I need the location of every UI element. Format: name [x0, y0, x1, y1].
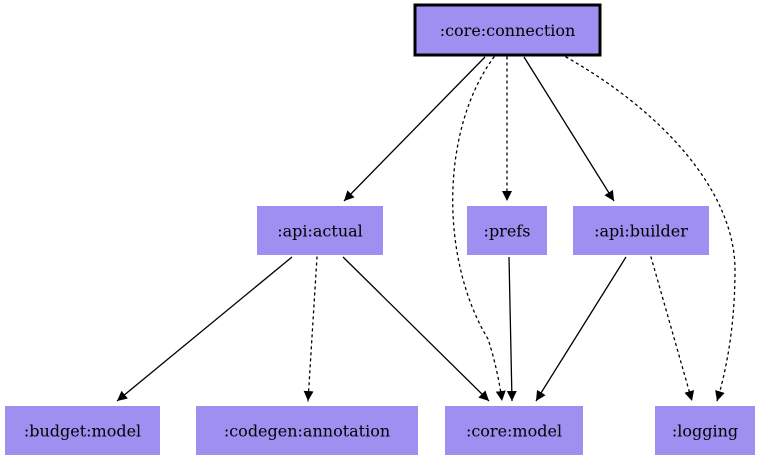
edge-core-connection-to-api-builder — [523, 56, 615, 202]
edge-api-actual-to-budget-model — [116, 256, 293, 402]
node-label-logging: :logging — [672, 422, 738, 441]
edge-api-actual-to-core-model — [342, 256, 490, 402]
node-label-core-model: :core:model — [466, 422, 562, 441]
node-logging: :logging — [655, 406, 755, 455]
node-core-connection: :core:connection — [413, 3, 602, 57]
edges — [116, 56, 736, 402]
node-api-actual: :api:actual — [257, 206, 383, 255]
node-box-prefs — [467, 206, 547, 255]
node-prefs: :prefs — [467, 206, 547, 255]
node-label-api-actual: :api:actual — [277, 222, 363, 241]
edge-core-connection-to-core-model — [452, 56, 506, 402]
edge-api-builder-to-core-model — [535, 256, 627, 402]
node-box-codegen-annotation — [196, 406, 418, 455]
node-label-budget-model: :budget:model — [24, 422, 141, 441]
node-core-model: :core:model — [445, 406, 583, 455]
node-box-core-connection — [413, 3, 602, 57]
node-box-api-actual — [257, 206, 383, 255]
node-api-builder: :api:builder — [573, 206, 709, 255]
node-codegen-annotation: :codegen:annotation — [196, 406, 418, 455]
node-label-api-builder: :api:builder — [594, 222, 688, 241]
node-label-codegen-annotation: :codegen:annotation — [224, 422, 390, 441]
node-box-budget-model — [5, 406, 160, 455]
edge-api-builder-to-logging — [650, 256, 695, 402]
node-label-core-connection: :core:connection — [440, 21, 576, 40]
node-budget-model: :budget:model — [5, 406, 160, 455]
node-box-api-builder — [573, 206, 709, 255]
node-box-logging — [655, 406, 755, 455]
edge-core-connection-to-api-actual — [343, 56, 486, 202]
nodes: :core:connection :api:actual :prefs :api:bu… — [5, 3, 755, 455]
node-label-prefs: :prefs — [484, 222, 531, 241]
edge-api-actual-to-codegen-annotation — [303, 256, 318, 402]
node-box-core-model — [445, 406, 583, 455]
edge-prefs-to-core-model — [506, 256, 517, 402]
